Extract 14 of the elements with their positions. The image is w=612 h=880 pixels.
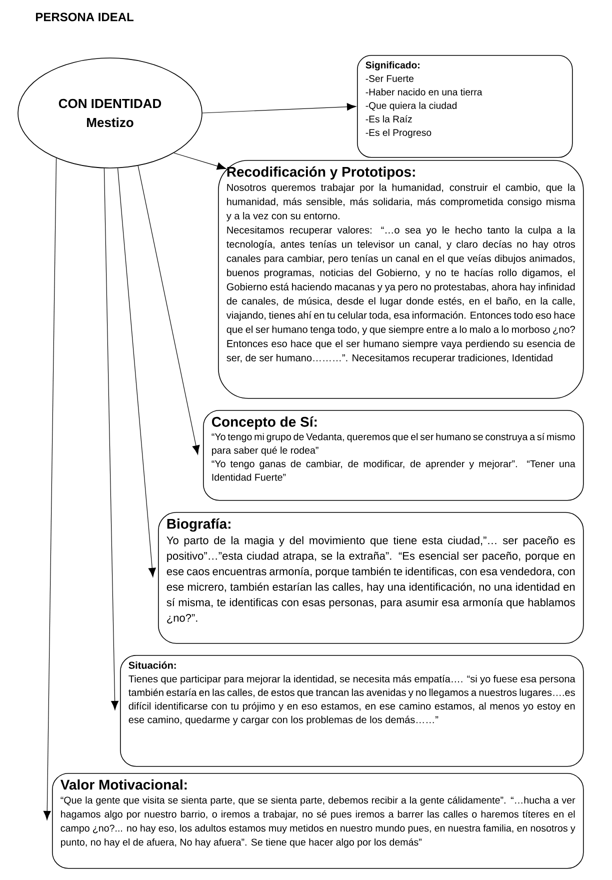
arrow bbox=[104, 168, 119, 710]
arrow bbox=[202, 103, 356, 114]
text-box: Significado: -Ser Fuerte -Haber nacido en una tierra -Que quiera la ciudad -Es la Raíz -Es el Progreso bbox=[357, 55, 573, 158]
ellipse-node: CON IDENTIDAD Mestizo bbox=[18, 58, 202, 168]
text-box: Valor Motivacional: “Que la gente que visita se sienta parte, que se sienta parte, debemos recibir a la gente cálidamente”. “…hucha a ver hagamos algo por nuestro barrio, o iremos a trabajar, no sé pues iremos a barrer las calles o haremos títeres en el campo ¿no?... no hay eso, los adultos estamos muy metidos en nuestro mundo pues, en nuestra familia, en nosotros y punto, no hay el de afuera, No hay afuera”. Se tiene que hacer algo por los demás” bbox=[52, 773, 584, 869]
arrow bbox=[117, 168, 156, 578]
title: PERSONA IDEAL bbox=[36, 12, 134, 22]
text-box: Situación: Tienes que participar para mejorar la identidad, se necesita más empatía…. “si yo fuese esa persona también estaría en las calles, de estos que trancan las avenidas y no llegamos a nuestros lugares….es difícil identificarse con tu prójimo y en eso estamos, en ese camino estamos, al menos yo estoy en ese camino, quedarme y cargar con los problemas de los demás……” bbox=[120, 655, 584, 767]
arrow bbox=[43, 158, 57, 820]
text-box: Concepto de Sí: “Yo tengo mi grupo de Vedanta, queremos que el ser humano se construya a sí mismo para saber qué le rodea” “Yo tengo ganas de cambiar, de modificar, de aprender y mejorar”. “Tener una Identidad Fuerte” bbox=[203, 410, 584, 501]
text-box: Biografía: Yo parto de la magia y del movimiento que tiene esta ciudad,”… ser paceño es positivo”…”esta ciudad atrapa, se la extraña”. “Es esencial ser paceño, porque en ese caos encuentras armonía, porque también te identificas, con esa vendedora, con ese micrero, también estarían las calles, hay una identificación, no una identidad en sí misma, te identificas con esas personas, para asumir esa armonía que hablamos ¿no?”. bbox=[158, 512, 584, 644]
text-box: Recodificación y Prototipos: Nosotros queremos trabajar por la humanidad, construir el cambio, que la humanidad, más sensible, más solidaria, más comprometida consigo misma y a la vez con su entorno. Necesitamos recuperar valores: “…o sea yo le hecho tanto la culpa a la tecnología, antes tenías un televisor un canal, y claro decías no hay otros canales para cambiar, pero tenías un canal en el que veías dibujos animados, buenos programas, noticias del Gobierno, y no te hacías rollo digamos, el Gobierno está haciendo macanas y ya pero no protestabas, ahora hay infinidad de canales, de música, desde el lugar donde estés, en el baño, en la calle, viajando, tienes ahí en tu celular toda, esa información. Entonces todo eso hace que el ser humano tenga todo, y que siempre entre a lo malo a lo morboso ¿no? Entonces eso hace que el ser humano siempre vaya perdiendo su esencia de ser, de ser humano………”. Necesitamos recuperar tradiciones, Identidad bbox=[218, 160, 584, 399]
arrow bbox=[174, 152, 226, 170]
arrow bbox=[138, 165, 200, 455]
